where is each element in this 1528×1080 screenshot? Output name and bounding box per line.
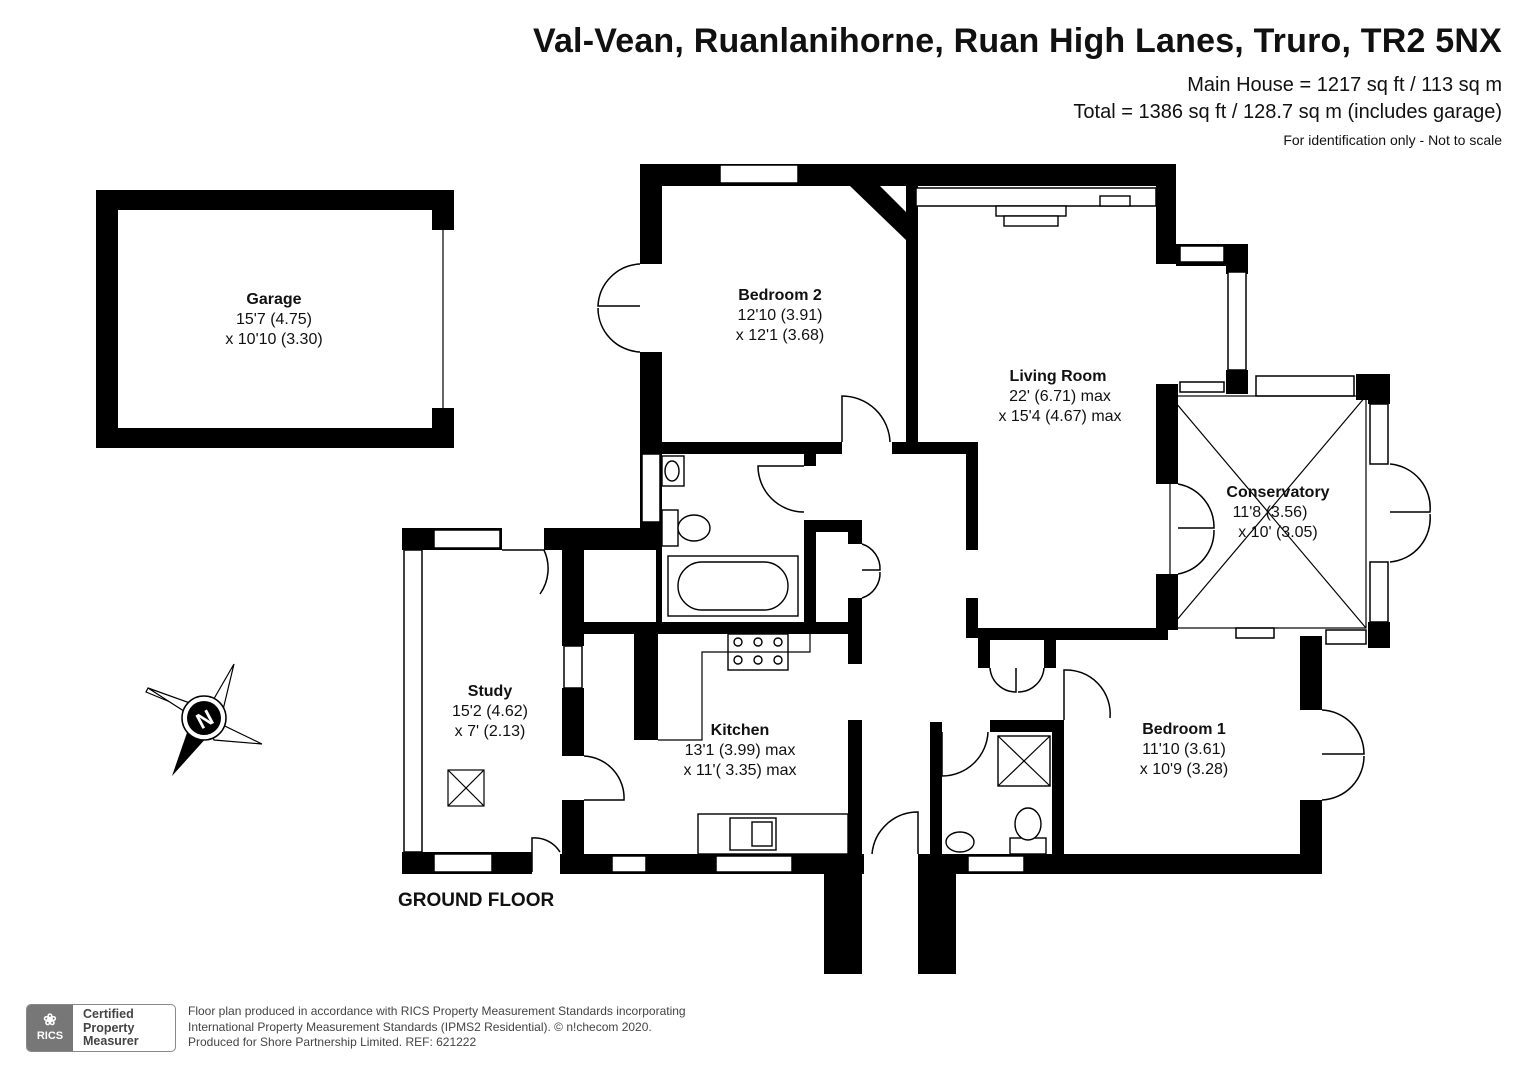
rics-label: RICS bbox=[36, 1030, 64, 1042]
footer-line: Floor plan produced in accordance with R… bbox=[188, 1004, 686, 1018]
room-garage-label: Garage 15'7 (4.75) x 10'10 (3.30) bbox=[225, 291, 322, 348]
room-dim: 11'10 (3.61) bbox=[1142, 741, 1226, 758]
floor-label: GROUND FLOOR bbox=[398, 890, 554, 911]
room-name: Garage bbox=[246, 291, 301, 308]
plan-title: Val-Vean, Ruanlanihorne, Ruan High Lanes… bbox=[532, 22, 1502, 60]
room-dim: x 10'10 (3.30) bbox=[225, 331, 322, 348]
room-dim: 13'1 (3.99) max bbox=[685, 742, 796, 759]
footer-line: International Property Measurement Stand… bbox=[188, 1019, 652, 1034]
room-living-label: Living Room 22' (6.71) max x 15'4 (4.67)… bbox=[998, 368, 1121, 425]
main-house-area: Main House = 1217 sq ft / 113 sq m bbox=[1187, 74, 1502, 96]
rics-badge: ❀ RICS Certified Property Measurer bbox=[26, 1004, 176, 1052]
room-bedroom1-label: Bedroom 1 11'10 (3.61) x 10'9 (3.28) bbox=[1140, 721, 1228, 778]
windows bbox=[403, 164, 1389, 873]
room-dim: x 7' (2.13) bbox=[455, 723, 526, 740]
room-name: Conservatory bbox=[1226, 484, 1329, 501]
room-bedroom2-label: Bedroom 2 12'10 (3.91) x 12'1 (3.68) bbox=[736, 287, 824, 344]
room-name: Kitchen bbox=[711, 722, 770, 739]
room-kitchen-label: Kitchen 13'1 (3.99) max x 11'( 3.35) max bbox=[683, 722, 796, 779]
room-dim: 22' (6.71) max bbox=[1009, 388, 1111, 405]
room-dim: 15'7 (4.75) bbox=[236, 311, 312, 328]
room-dim: x 10' (3.05) bbox=[1238, 524, 1318, 541]
room-dim: 15'2 (4.62) bbox=[452, 703, 528, 720]
room-conservatory-label: Conservatory 11'8 (3.56) x 10' (3.05) bbox=[1226, 484, 1329, 541]
north-compass: N bbox=[145, 663, 263, 776]
room-name: Study bbox=[468, 683, 513, 700]
room-name: Bedroom 2 bbox=[738, 287, 822, 304]
badge-line: Property bbox=[83, 1020, 135, 1035]
room-dim: x 12'1 (3.68) bbox=[736, 327, 824, 344]
scale-note: For identification only - Not to scale bbox=[1283, 132, 1502, 148]
room-dim: 12'10 (3.91) bbox=[738, 307, 823, 324]
room-dim: x 15'4 (4.67) max bbox=[998, 408, 1121, 425]
fixtures bbox=[447, 195, 1367, 855]
footer-line: Produced for Shore Partnership Limited. … bbox=[188, 1035, 477, 1049]
total-area: Total = 1386 sq ft / 128.7 sq m (include… bbox=[1073, 101, 1502, 123]
room-dim: x 10'9 (3.28) bbox=[1140, 761, 1228, 778]
badge-line: Certified bbox=[83, 1007, 134, 1021]
badge-line: Measurer bbox=[83, 1034, 139, 1048]
room-study-label: Study 15'2 (4.62) x 7' (2.13) bbox=[452, 683, 528, 740]
certified-label: Certified Property Measurer bbox=[83, 1007, 139, 1049]
room-dim: x 11'( 3.35) max bbox=[683, 762, 796, 779]
room-name: Living Room bbox=[1010, 368, 1107, 385]
room-name: Bedroom 1 bbox=[1142, 721, 1226, 738]
lion-icon: ❀ bbox=[43, 1012, 57, 1029]
garage bbox=[96, 190, 454, 448]
footer-disclaimer: Floor plan produced in accordance with R… bbox=[188, 1004, 686, 1051]
doors bbox=[502, 263, 1431, 872]
room-dim: 11'8 (3.56) bbox=[1233, 504, 1308, 521]
rics-logo: ❀ RICS bbox=[27, 1005, 73, 1051]
